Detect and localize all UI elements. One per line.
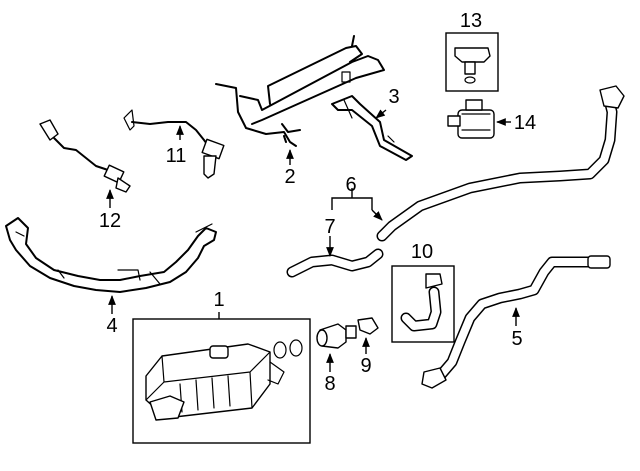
- part-1-charcoal-canister: [132, 312, 311, 444]
- callout-14: 14: [514, 112, 536, 134]
- part-13-box: [445, 32, 499, 92]
- callout-8: 8: [324, 373, 335, 395]
- callout-9: 9: [360, 355, 371, 377]
- callout-12: 12: [99, 210, 121, 232]
- part-9-clip: [357, 317, 379, 354]
- part-5-fuel-vapor-hose: [421, 255, 611, 389]
- part-10-box: [391, 265, 455, 343]
- part-8-valve: [316, 323, 357, 372]
- callout-13: 13: [460, 10, 482, 32]
- part-1-box: [132, 318, 311, 444]
- part-7-hose: [286, 236, 384, 278]
- part-13-pressure-sensor: [445, 32, 499, 92]
- callout-1: 1: [213, 289, 224, 311]
- part-12-oxygen-sensor: [39, 119, 131, 208]
- callout-labels: 1 2 3 4 5 6 7 8 9 10 11 12 13 14: [99, 10, 536, 395]
- callout-4: 4: [106, 315, 117, 337]
- callout-10: 10: [411, 241, 433, 263]
- callout-6: 6: [345, 174, 356, 196]
- callout-7: 7: [324, 216, 335, 238]
- part-10-connector-kit: [391, 265, 455, 343]
- part-3-bracket: [331, 95, 413, 161]
- callout-5: 5: [511, 328, 522, 350]
- part-4-bracket: [5, 217, 217, 314]
- callout-2: 2: [284, 166, 295, 188]
- part-2-bracket: [215, 35, 385, 165]
- part-6-hose-assembly: [331, 85, 625, 242]
- callout-11: 11: [166, 145, 187, 167]
- callout-3: 3: [388, 86, 399, 108]
- part-11-oxygen-sensor: [123, 109, 225, 179]
- part-14-purge-valve: [447, 99, 511, 139]
